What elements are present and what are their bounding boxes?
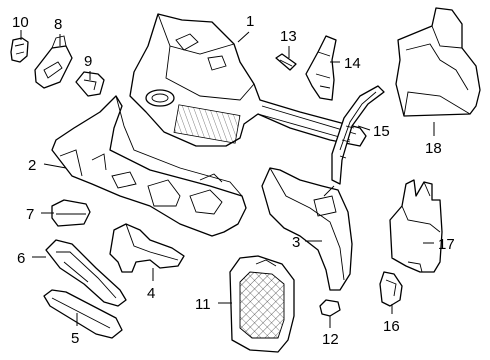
callout-18: 18 (425, 140, 442, 157)
callout-16: 16 (383, 318, 400, 335)
part-17-bracket (389, 179, 443, 273)
callout-4: 4 (147, 285, 155, 302)
part-6-sill-trim (45, 239, 127, 307)
callout-7: 7 (26, 206, 34, 223)
part-12-clip (319, 299, 341, 317)
callout-17: 17 (438, 236, 455, 253)
callout-13: 13 (280, 28, 297, 45)
part-7-block (51, 199, 91, 227)
part-18-side-panel (395, 7, 481, 117)
part-5-mat (43, 289, 123, 339)
part-2-trim-panel (51, 95, 247, 237)
callout-14: 14 (344, 55, 361, 72)
part-11-net-panel (229, 255, 295, 353)
part-13-pin (275, 53, 297, 71)
callout-12: 12 (322, 331, 339, 348)
callout-11: 11 (195, 296, 211, 313)
callout-labels: 1 2 3 4 5 6 7 8 9 10 11 12 13 14 15 16 1… (12, 13, 455, 348)
leader-15 (357, 125, 371, 131)
part-16-bracket (379, 271, 403, 307)
callout-8: 8 (54, 16, 62, 33)
leader-1 (237, 31, 250, 43)
part-14-bracket (305, 35, 337, 101)
callout-6: 6 (17, 250, 25, 267)
leader-2 (43, 163, 67, 169)
callout-2: 2 (28, 157, 36, 174)
part-4-bracket (109, 223, 185, 273)
part-9-bracket (75, 71, 105, 97)
callout-9: 9 (84, 53, 92, 70)
part-8-bracket (34, 35, 73, 89)
callout-1: 1 (246, 13, 254, 30)
leader-lines (20, 30, 435, 328)
callout-15: 15 (373, 123, 390, 140)
part-3-wheel-housing (261, 167, 353, 291)
part-10-clip (10, 37, 29, 63)
callout-3: 3 (292, 234, 300, 251)
part-15-trim-strip (331, 85, 385, 185)
callout-10: 10 (12, 14, 29, 31)
callout-5: 5 (71, 330, 79, 347)
